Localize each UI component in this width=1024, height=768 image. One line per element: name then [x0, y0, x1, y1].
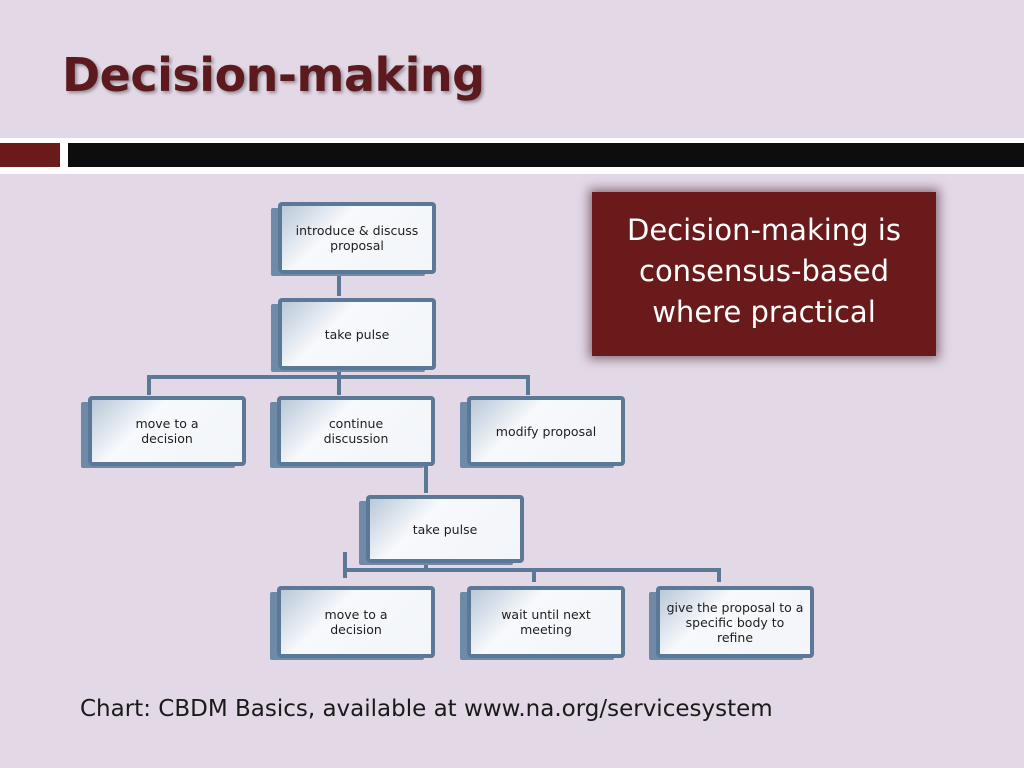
node-label: wait until next meeting [501, 607, 591, 637]
connector [424, 562, 428, 572]
slide-title: Decision-making [62, 48, 485, 102]
connector [717, 568, 721, 582]
node-label: move to a decision [324, 607, 388, 637]
node-label: modify proposal [495, 423, 597, 439]
callout-text: Decision-making is consensus-based where… [627, 212, 901, 329]
node-label: continue discussion [323, 416, 389, 446]
node-label: give the proposal to a specific body to … [666, 599, 804, 645]
node-give-proposal: give the proposal to a specific body to … [656, 586, 814, 658]
node-label: take pulse [324, 326, 390, 342]
node-move-to-decision-1: move to a decision [88, 396, 246, 466]
node-label: introduce & discuss proposal [295, 223, 419, 253]
title-rule-bar [68, 143, 1024, 167]
connector [337, 368, 341, 378]
title-rule-accent [0, 143, 60, 167]
node-continue-discussion: continue discussion [277, 396, 435, 466]
node-move-to-decision-2: move to a decision [277, 586, 435, 658]
node-take-pulse-2: take pulse [366, 495, 524, 563]
node-introduce-proposal: introduce & discuss proposal [278, 202, 436, 274]
connector [424, 465, 428, 493]
node-wait-next-meeting: wait until next meeting [467, 586, 625, 658]
connector [337, 272, 341, 296]
connector [532, 568, 536, 582]
callout-box: Decision-making is consensus-based where… [592, 192, 936, 356]
node-label: move to a decision [135, 416, 199, 446]
connector [526, 375, 530, 395]
node-label: take pulse [412, 521, 478, 537]
node-take-pulse-1: take pulse [278, 298, 436, 370]
connector [337, 375, 341, 395]
chart-source-caption: Chart: CBDM Basics, available at www.na.… [80, 696, 773, 722]
node-modify-proposal: modify proposal [467, 396, 625, 466]
connector [147, 375, 151, 395]
connector [343, 552, 347, 578]
